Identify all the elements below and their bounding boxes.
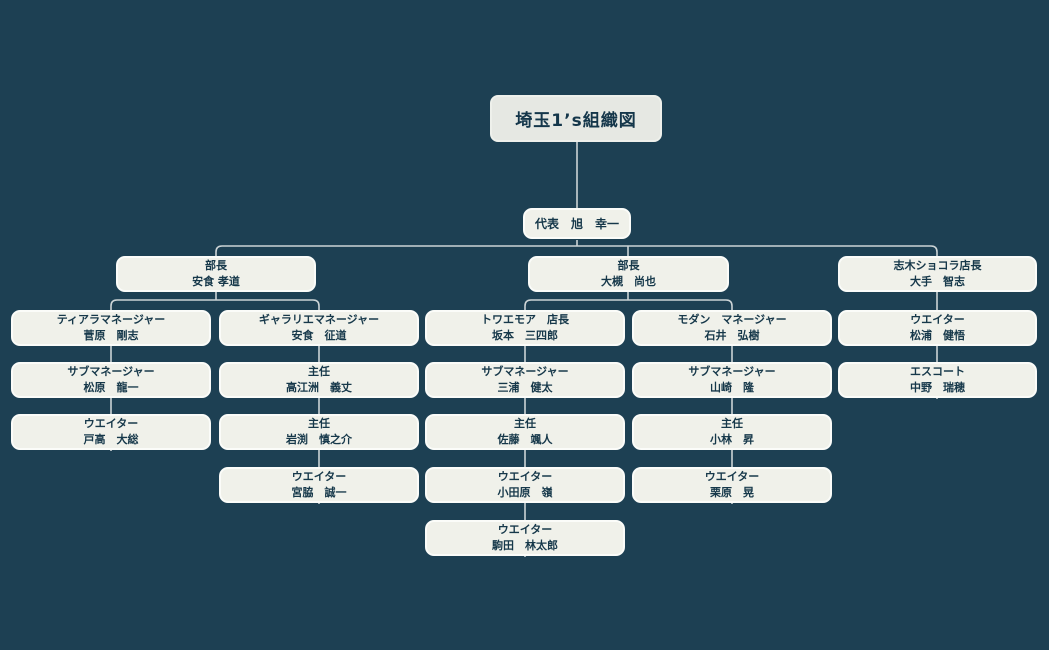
node-role: ウエイター (704, 470, 760, 483)
node-name: 菅原 剛志 (83, 329, 139, 342)
node-director-ajiki: 部長 安食 孝道 (116, 256, 316, 292)
node-chief-iwabuchi: 主任 岩渕 慎之介 (219, 414, 419, 450)
node-role: ウエイター (497, 523, 553, 536)
node-name: 高江洲 義丈 (286, 381, 352, 394)
node-escort-nakano: エスコート 中野 瑞穂 (838, 362, 1037, 398)
node-submanager-matsubara: サブマネージャー 松原 龍一 (11, 362, 211, 398)
node-waiter-matsuura: ウエイター 松浦 健悟 (838, 310, 1037, 346)
node-waiter-komada: ウエイター 駒田 林太郎 (425, 520, 625, 556)
node-gallerie-manager: ギャラリエマネージャー 安食 征道 (219, 310, 419, 346)
node-role: ウエイター (497, 470, 553, 483)
node-role: トワエモア 店長 (481, 313, 569, 326)
node-representative: 代表 旭 幸一 (523, 208, 631, 239)
node-waiter-odawara: ウエイター 小田原 嶺 (425, 467, 625, 503)
node-name: 安食 征道 (291, 329, 347, 342)
node-waiter-kurihara: ウエイター 栗原 晃 (632, 467, 832, 503)
node-chief-kobayashi: 主任 小林 昇 (632, 414, 832, 450)
node-role: ティアラマネージャー (56, 313, 166, 326)
node-director-otsuki: 部長 大槻 尚也 (528, 256, 729, 292)
node-name: 松浦 健悟 (910, 329, 965, 342)
node-role: 主任 (308, 365, 330, 378)
node-chief-takaesu: 主任 高江洲 義丈 (219, 362, 419, 398)
node-name: 岩渕 慎之介 (286, 433, 352, 446)
representative-label: 代表 旭 幸一 (534, 217, 619, 231)
node-toiemoa-store-manager: トワエモア 店長 坂本 三四郎 (425, 310, 625, 346)
node-role: エスコート (910, 365, 965, 378)
node-role: サブマネージャー (481, 365, 569, 378)
node-role: 主任 (721, 417, 743, 430)
node-role: サブマネージャー (688, 365, 776, 378)
node-name: 小林 昇 (710, 433, 754, 446)
node-role: ウエイター (291, 470, 347, 483)
node-name: 宮脇 誠一 (291, 486, 347, 499)
node-role: 主任 (308, 417, 330, 430)
chart-title-node: 埼玉1’s組織図 (490, 95, 662, 142)
node-name: 駒田 林太郎 (492, 539, 558, 552)
node-role: 志木ショコラ店長 (893, 259, 982, 272)
node-role: モダン マネージャー (677, 313, 787, 326)
node-name: 三浦 健太 (497, 381, 553, 394)
node-name: 安食 孝道 (192, 275, 240, 288)
node-name: 石井 弘樹 (704, 329, 760, 342)
node-name: 大手 智志 (910, 275, 965, 288)
node-submanager-miura: サブマネージャー 三浦 健太 (425, 362, 625, 398)
node-name: 松原 龍一 (83, 381, 139, 394)
node-name: 戸高 大総 (83, 433, 139, 446)
node-modern-manager: モダン マネージャー 石井 弘樹 (632, 310, 832, 346)
node-submanager-yamazaki: サブマネージャー 山崎 隆 (632, 362, 832, 398)
node-shiki-chocolat-manager: 志木ショコラ店長 大手 智志 (838, 256, 1037, 292)
node-name: 佐藤 颯人 (497, 433, 553, 446)
node-role: 部長 (205, 259, 227, 272)
node-role: ウエイター (83, 417, 139, 430)
node-role: 主任 (514, 417, 536, 430)
node-chief-sato: 主任 佐藤 颯人 (425, 414, 625, 450)
node-role: サブマネージャー (67, 365, 155, 378)
node-waiter-miyawaki: ウエイター 宮脇 誠一 (219, 467, 419, 503)
chart-title: 埼玉1’s組織図 (515, 111, 637, 131)
node-name: 坂本 三四郎 (492, 329, 558, 342)
node-tiara-manager: ティアラマネージャー 菅原 剛志 (11, 310, 211, 346)
node-role: ギャラリエマネージャー (258, 313, 380, 326)
node-waiter-todaka: ウエイター 戸高 大総 (11, 414, 211, 450)
node-name: 中野 瑞穂 (910, 381, 965, 394)
node-name: 栗原 晃 (710, 486, 754, 499)
node-role: ウエイター (910, 313, 965, 326)
node-name: 小田原 嶺 (497, 486, 553, 499)
node-name: 大槻 尚也 (601, 275, 656, 288)
node-role: 部長 (617, 259, 640, 272)
node-name: 山崎 隆 (710, 381, 754, 394)
